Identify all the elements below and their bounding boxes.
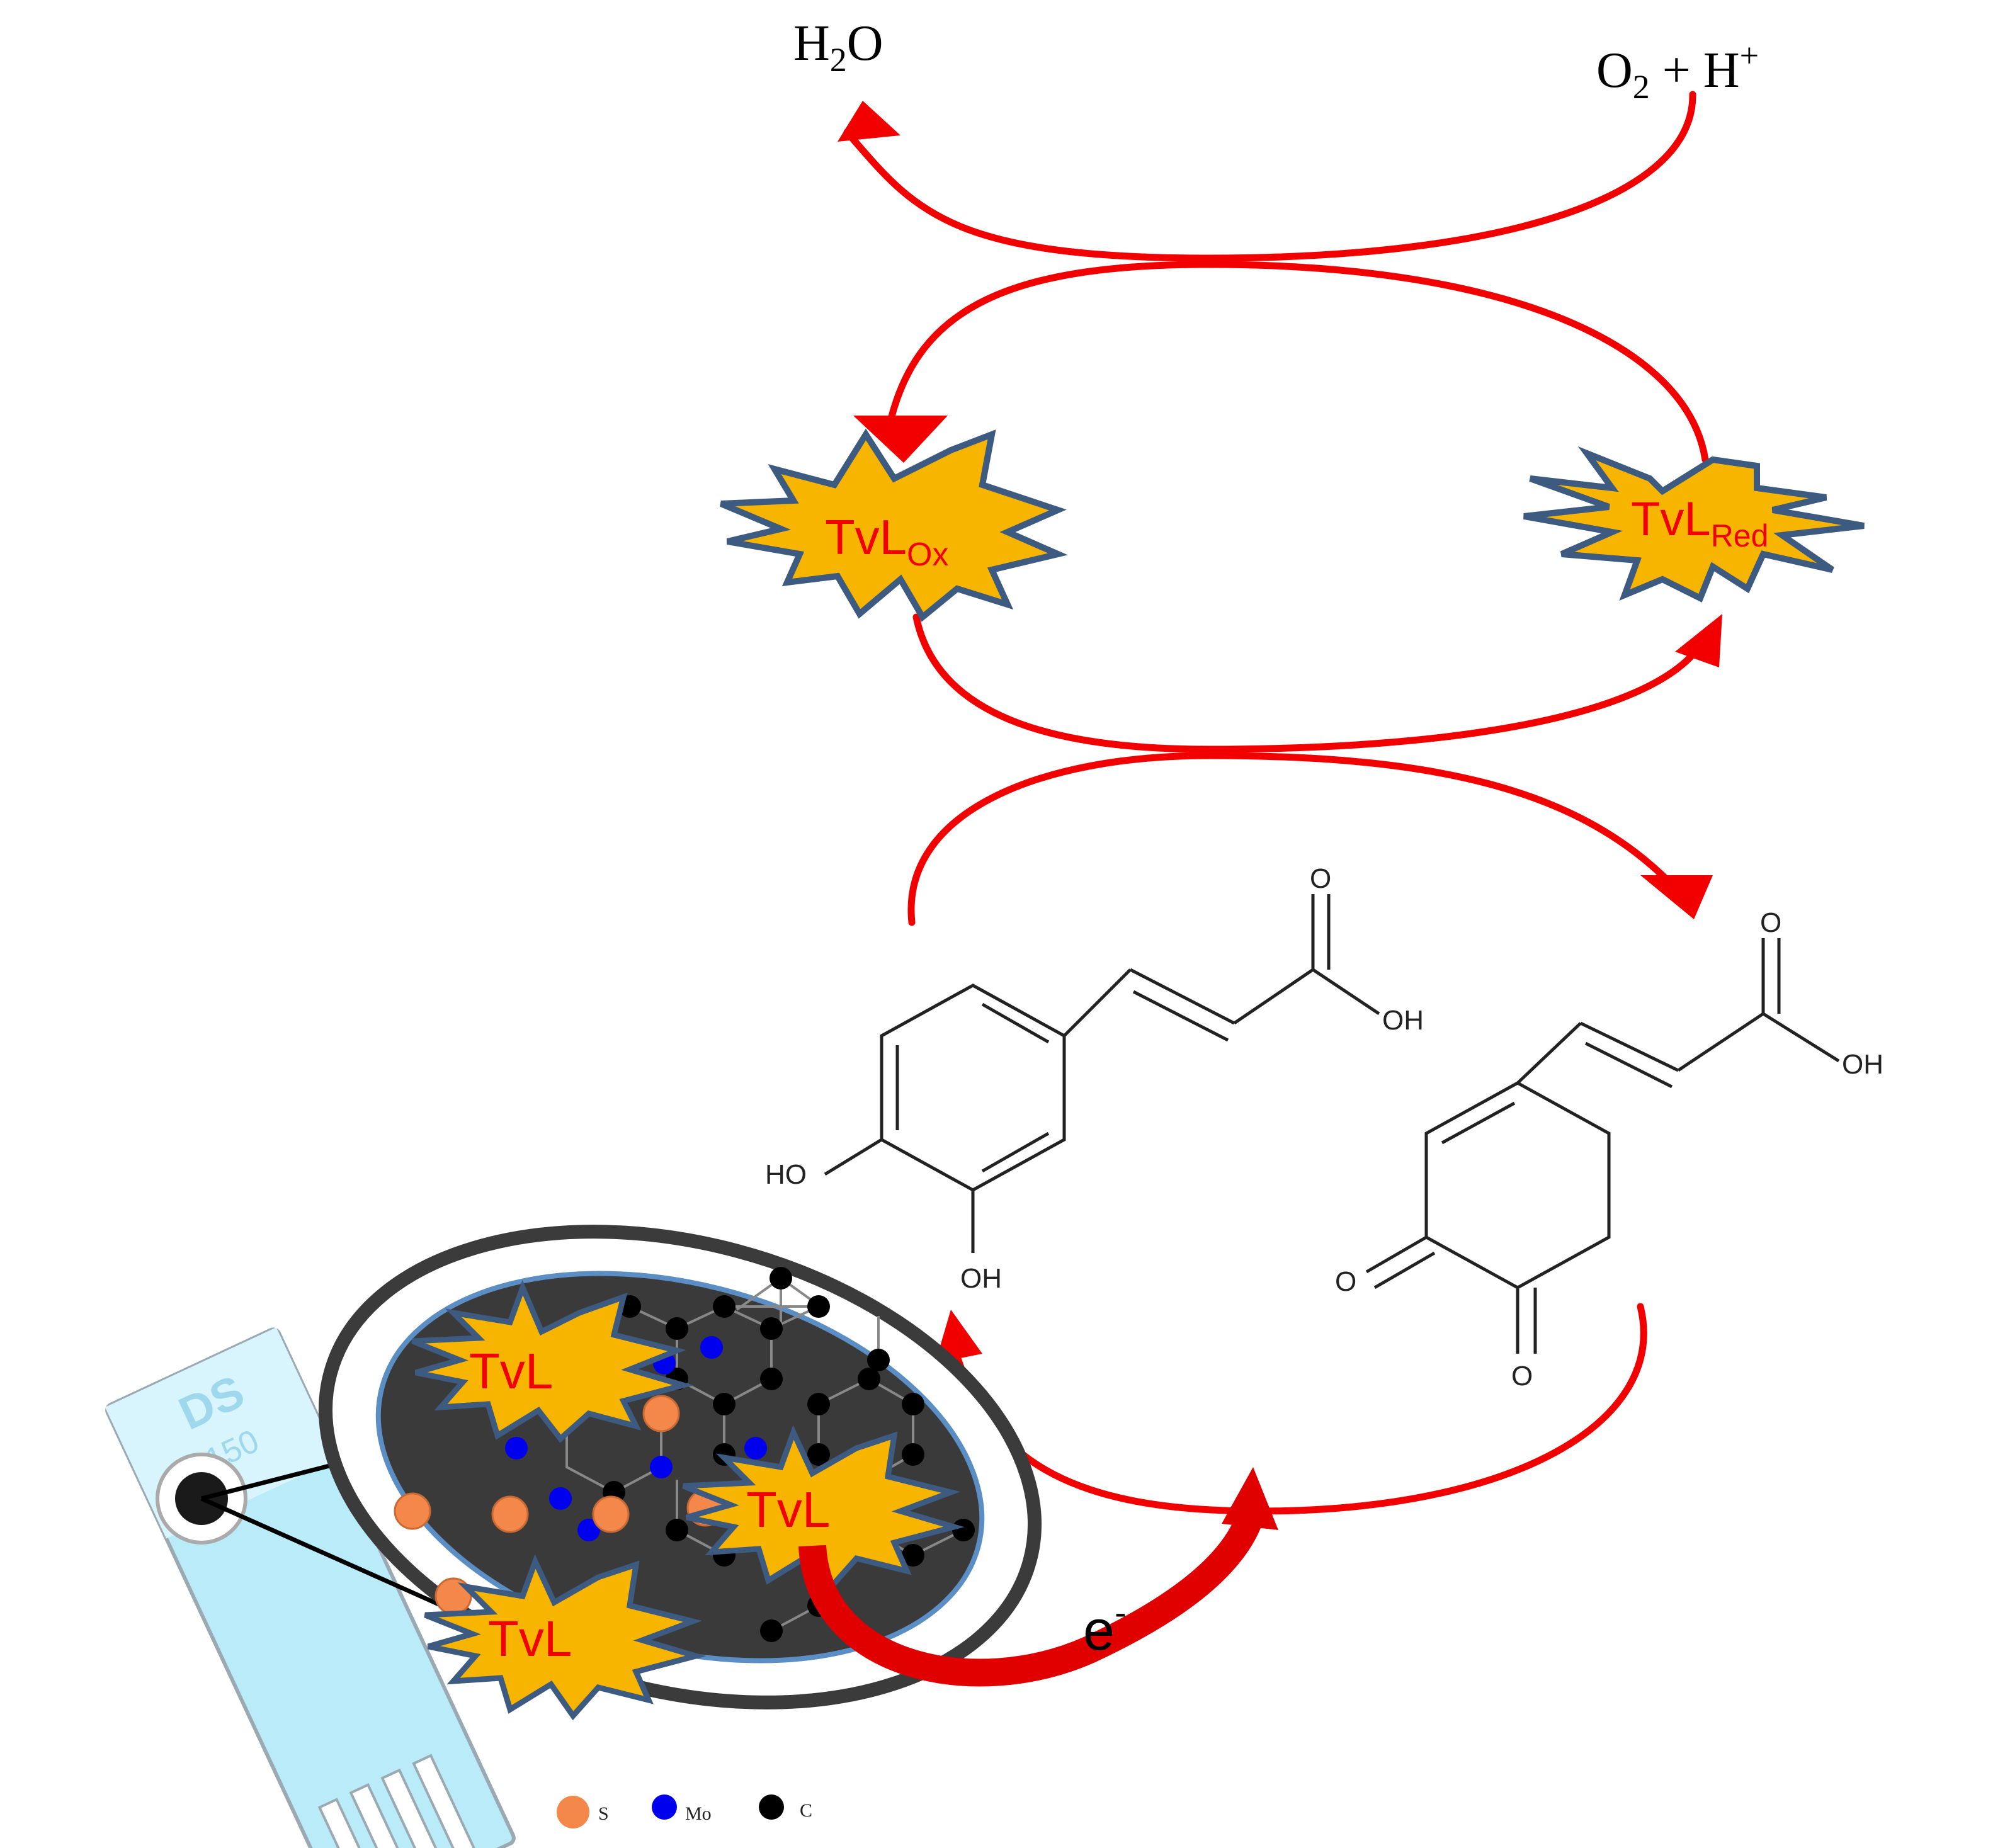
arrow-to-quinone bbox=[907, 752, 1673, 926]
arrow-down-to-tvl-ox bbox=[887, 261, 1709, 463]
oxygen-proton-label: O2 + H+ bbox=[1596, 37, 1759, 106]
tvl-burst-immobilized-1: TvL bbox=[411, 1279, 694, 1443]
legend-label-c: C bbox=[800, 1800, 812, 1821]
legend-swatch-s bbox=[557, 1796, 589, 1828]
tvl-red-burst: TvLRed bbox=[1523, 446, 1865, 603]
nanocomposite-zoom: TvL TvL TvL bbox=[319, 1225, 1042, 1721]
caffeic-acid-oh: OH bbox=[960, 1263, 1002, 1294]
arrow-to-water bbox=[843, 91, 1696, 262]
svg-text:TvLOx: TvLOx bbox=[825, 509, 948, 573]
electron-transfer-arrow bbox=[798, 1467, 1278, 1687]
quinone-structure bbox=[1365, 938, 1840, 1354]
caffeic-acid-ho: HO bbox=[765, 1159, 807, 1190]
screen-printed-electrode: DS 150 bbox=[105, 1327, 516, 1848]
tvl-red-subscript: Red bbox=[1711, 518, 1769, 553]
tvl-red-label: TvL bbox=[1631, 492, 1711, 546]
caffeic-acid-labels: O OH HO OH bbox=[765, 863, 1424, 1294]
quinone-acid-oh: OH bbox=[1842, 1049, 1883, 1080]
quinone-ketone-o-left: O bbox=[1335, 1266, 1356, 1297]
middle-cycle-arrows bbox=[907, 613, 1704, 926]
tvl-label-1: TvL bbox=[469, 1343, 553, 1399]
tvl-red-burst-shape bbox=[1523, 446, 1865, 603]
arrowhead-tvl-ox bbox=[853, 416, 948, 463]
caffeic-acid-acid-oh: OH bbox=[1382, 1005, 1424, 1036]
legend-swatch-c bbox=[759, 1794, 784, 1820]
legend-label-mo: Mo bbox=[685, 1803, 712, 1824]
arrowhead-quinone bbox=[1640, 875, 1713, 919]
caffeic-acid-carbonyl-o: O bbox=[1310, 863, 1331, 894]
arrow-quinone-to-catechol bbox=[947, 1303, 1647, 1515]
tvl-label-3: TvL bbox=[488, 1611, 572, 1667]
top-cycle-arrows bbox=[843, 91, 1709, 463]
arrowhead-water bbox=[838, 101, 900, 142]
tvl-ox-burst: TvLOx bbox=[720, 428, 1068, 622]
caffeic-acid-structure bbox=[824, 894, 1380, 1253]
arrow-to-tvl-red bbox=[912, 613, 1704, 753]
water-label: H2O bbox=[793, 16, 883, 79]
legend-swatch-mo bbox=[652, 1794, 677, 1820]
arrowhead-tvl-red bbox=[1675, 614, 1722, 667]
tvl-ox-subscript: Ox bbox=[907, 536, 948, 573]
svg-text:TvLRed: TvLRed bbox=[1631, 492, 1768, 553]
zoom-line-upper bbox=[201, 1461, 338, 1501]
tvl-label-2: TvL bbox=[746, 1482, 830, 1538]
arrowhead-catechol bbox=[935, 1310, 982, 1363]
tvl-burst-immobilized-2: TvL bbox=[682, 1425, 965, 1592]
quinone-labels: O OH O O bbox=[1335, 907, 1883, 1392]
zoom-line-lower bbox=[200, 1496, 464, 1618]
quinone-carbonyl-o: O bbox=[1760, 907, 1781, 938]
legend-label-s: S bbox=[598, 1803, 609, 1824]
atom-legend: S Mo C bbox=[557, 1794, 812, 1828]
electron-label: e- bbox=[1083, 1592, 1127, 1662]
tvl-burst-immobilized-3: TvL bbox=[424, 1554, 707, 1721]
quinone-ketone-o-bottom: O bbox=[1511, 1361, 1533, 1392]
tvl-ox-label: TvL bbox=[825, 509, 907, 565]
tvl-ox-burst-shape bbox=[720, 428, 1068, 622]
